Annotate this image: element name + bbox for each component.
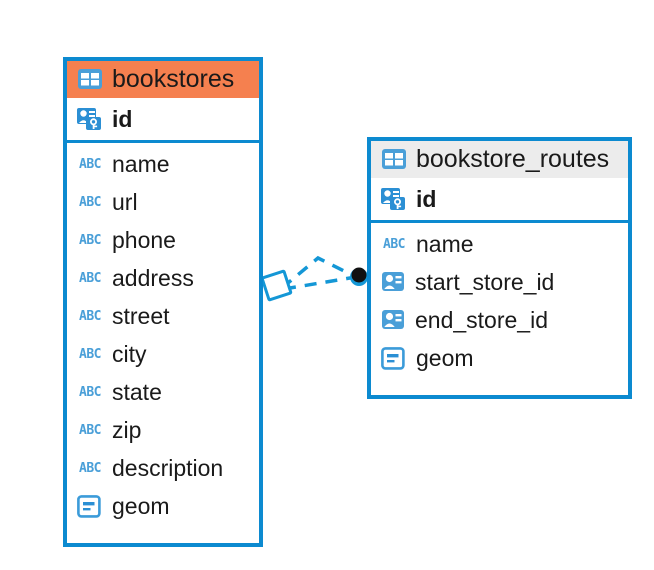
entity-bookstore-routes-title: bookstore_routes	[416, 145, 610, 173]
field-row-bookstores-street[interactable]: ABC street	[67, 297, 259, 335]
field-row-bookstore-routes-id[interactable]: id	[371, 178, 628, 220]
primary-key-icon	[381, 187, 407, 211]
field-row-bookstores-geom[interactable]: geom	[67, 487, 259, 525]
field-name-bookstore-routes-name: name	[416, 230, 474, 257]
field-row-bookstores-state[interactable]: ABC state	[67, 373, 259, 411]
field-name-bookstores-state: state	[112, 378, 162, 405]
table-icon	[381, 148, 407, 170]
field-name-bookstores-geom: geom	[112, 492, 170, 519]
field-row-bookstores-name[interactable]: ABC name	[67, 145, 259, 183]
text-abc-icon: ABC	[383, 236, 405, 252]
diamond-marker	[260, 269, 293, 302]
field-name-bookstores-street: street	[112, 302, 170, 329]
text-abc-icon: ABC	[79, 422, 101, 438]
field-name-bookstores-description: description	[112, 454, 224, 481]
entity-bookstore-routes-header[interactable]: bookstore_routes	[371, 141, 628, 179]
text-abc-icon: ABC	[79, 194, 101, 210]
geometry-icon	[77, 494, 103, 518]
field-row-bookstores-url[interactable]: ABC url	[67, 183, 259, 221]
text-abc-icon: ABC	[79, 308, 101, 324]
field-name-bookstore-routes-start-store-id: start_store_id	[415, 268, 555, 295]
table-icon	[77, 68, 103, 90]
primary-key-divider	[371, 220, 628, 224]
field-name-bookstores-name: name	[112, 150, 170, 177]
field-list-bookstore-routes: ABC name start_store_id	[371, 223, 628, 381]
field-row-bookstores-id[interactable]: id	[67, 98, 259, 140]
entity-bookstores-header[interactable]: bookstores	[67, 61, 259, 99]
field-row-bookstore-routes-end-store-id[interactable]: end_store_id	[371, 301, 628, 339]
foreign-key-icon	[381, 271, 406, 293]
entity-bookstores-title: bookstores	[112, 65, 235, 93]
field-row-bookstore-routes-name[interactable]: ABC name	[371, 225, 628, 263]
field-row-bookstores-city[interactable]: ABC city	[67, 335, 259, 373]
field-row-bookstore-routes-start-store-id[interactable]: start_store_id	[371, 263, 628, 301]
field-name-bookstore-routes-geom: geom	[416, 344, 474, 371]
text-abc-icon: ABC	[79, 346, 101, 362]
field-list-bookstores: ABC name ABC url ABC phone ABC address A…	[67, 143, 259, 529]
filled-circle-marker	[350, 267, 368, 286]
field-name-bookstores-phone: phone	[112, 226, 176, 253]
entity-bookstores[interactable]: bookstores id	[63, 57, 263, 547]
field-row-bookstores-address[interactable]: ABC address	[67, 259, 259, 297]
field-name-bookstores-zip: zip	[112, 416, 142, 443]
field-name-bookstore-routes-end-store-id: end_store_id	[415, 306, 548, 333]
primary-key-divider	[67, 140, 259, 144]
relationship-line-lower	[283, 275, 357, 291]
field-row-bookstores-zip[interactable]: ABC zip	[67, 411, 259, 449]
field-name-bookstores-id: id	[112, 105, 133, 132]
text-abc-icon: ABC	[79, 156, 101, 172]
relationship-line-upper	[280, 255, 357, 290]
primary-key-icon	[77, 107, 103, 131]
field-name-bookstores-city: city	[112, 340, 147, 367]
text-abc-icon: ABC	[79, 232, 101, 248]
text-abc-icon: ABC	[79, 384, 101, 400]
field-name-bookstore-routes-id: id	[416, 185, 437, 212]
field-row-bookstore-routes-geom[interactable]: geom	[371, 339, 628, 377]
field-name-bookstores-url: url	[112, 188, 138, 215]
foreign-key-icon	[381, 309, 406, 331]
text-abc-icon: ABC	[79, 460, 101, 476]
text-abc-icon: ABC	[79, 270, 101, 286]
field-row-bookstores-phone[interactable]: ABC phone	[67, 221, 259, 259]
entity-bookstore-routes[interactable]: bookstore_routes id	[367, 137, 632, 399]
geometry-icon	[381, 346, 407, 370]
field-row-bookstores-description[interactable]: ABC description	[67, 449, 259, 487]
field-name-bookstores-address: address	[112, 264, 194, 291]
